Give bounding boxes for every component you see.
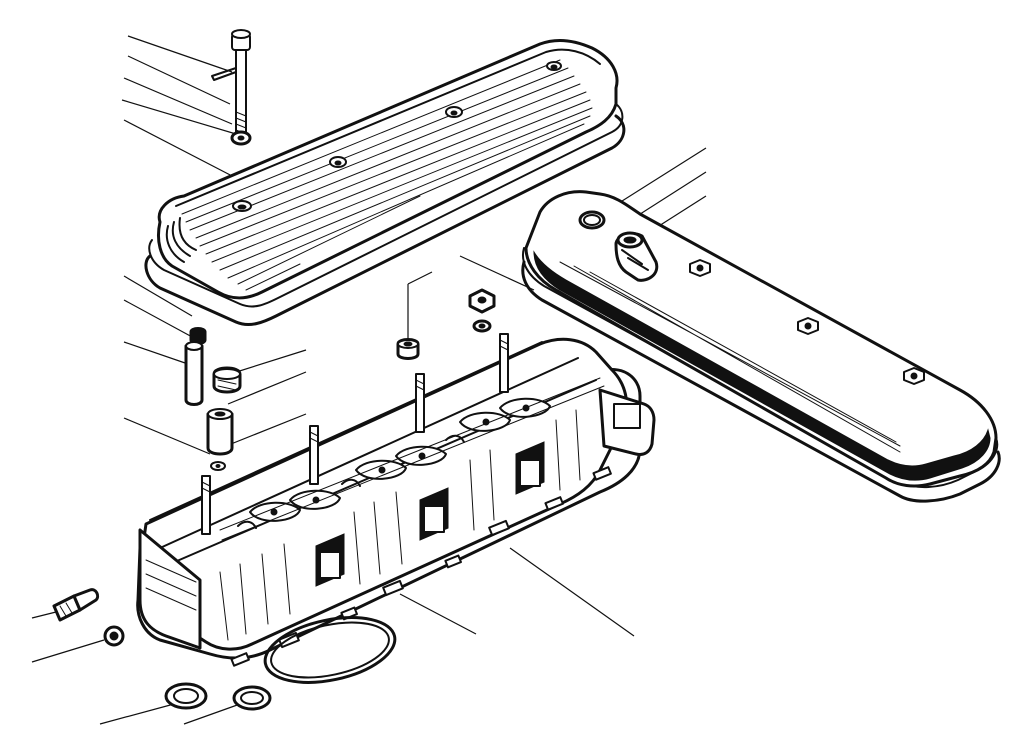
- cover-side-shadow: [533, 250, 991, 481]
- cover-top-edge: [175, 48, 601, 207]
- plug-nut: [103, 625, 125, 647]
- cover-end-shading: [165, 217, 197, 263]
- leader-line: [121, 99, 237, 135]
- leader-line: [225, 413, 307, 447]
- exhaust-ports: [315, 441, 545, 587]
- cover-nut-washer: [472, 319, 492, 333]
- leader-line: [407, 271, 433, 285]
- cylinder-head: [136, 333, 656, 667]
- leader-line: [99, 703, 175, 725]
- leader-line: [123, 417, 211, 455]
- rocker-cover-gasket-left: [144, 114, 626, 326]
- valve-spring-cap: [212, 366, 242, 394]
- leader-line: [123, 299, 195, 339]
- bolt-washer: [230, 130, 252, 146]
- leader-line: [399, 593, 477, 635]
- leader-line: [229, 349, 307, 375]
- head-end-face: [138, 528, 202, 650]
- cover-nut: [689, 259, 711, 277]
- leader-line: [127, 35, 233, 73]
- leader-line: [123, 77, 233, 125]
- rocker-cover-gasket-right: [521, 260, 1001, 503]
- head-fins: [219, 409, 581, 641]
- cover-bolt-hole-inner: [334, 160, 342, 166]
- leader-line: [123, 119, 237, 179]
- oil-filler-cap: [578, 210, 606, 230]
- valve-guide: [206, 408, 234, 456]
- dowel-sleeve: [184, 341, 204, 406]
- leader-line: [459, 255, 535, 291]
- head-studs: [201, 333, 509, 535]
- temperature-sender: [52, 588, 100, 622]
- cover-nut: [797, 317, 819, 335]
- flange-outline: [148, 103, 624, 308]
- cover-side-lines: [559, 261, 901, 453]
- cover-ribbing: [181, 59, 593, 291]
- leader-line: [227, 371, 307, 405]
- leader-line: [183, 703, 241, 725]
- leader-line: [123, 275, 193, 317]
- manifold-seal-ring-left: [164, 682, 208, 710]
- spacer-nut: [396, 338, 420, 360]
- leader-lines: [31, 35, 707, 725]
- head-gasket: [136, 368, 642, 660]
- cover-bolt: [211, 29, 251, 137]
- cover-nut: [468, 288, 496, 314]
- leader-line: [509, 547, 635, 637]
- leader-line: [31, 611, 57, 619]
- rocker-cover-left: [144, 39, 626, 326]
- rocker-cover-right: [521, 190, 1001, 503]
- manifold-seal-ring-right: [232, 685, 272, 711]
- leader-line: [127, 55, 231, 105]
- guide-washer: [210, 461, 226, 471]
- leader-line: [31, 639, 105, 663]
- cover-bolt-hole-inner: [550, 64, 558, 70]
- breather-fitting: [614, 231, 659, 282]
- leader-line: [123, 341, 189, 365]
- cover-bolt-hole-inner: [450, 110, 458, 116]
- large-o-ring: [263, 616, 397, 684]
- cover-bolt-hole-inner: [237, 204, 247, 210]
- cover-nut: [903, 367, 925, 385]
- valve-gear: [219, 377, 605, 541]
